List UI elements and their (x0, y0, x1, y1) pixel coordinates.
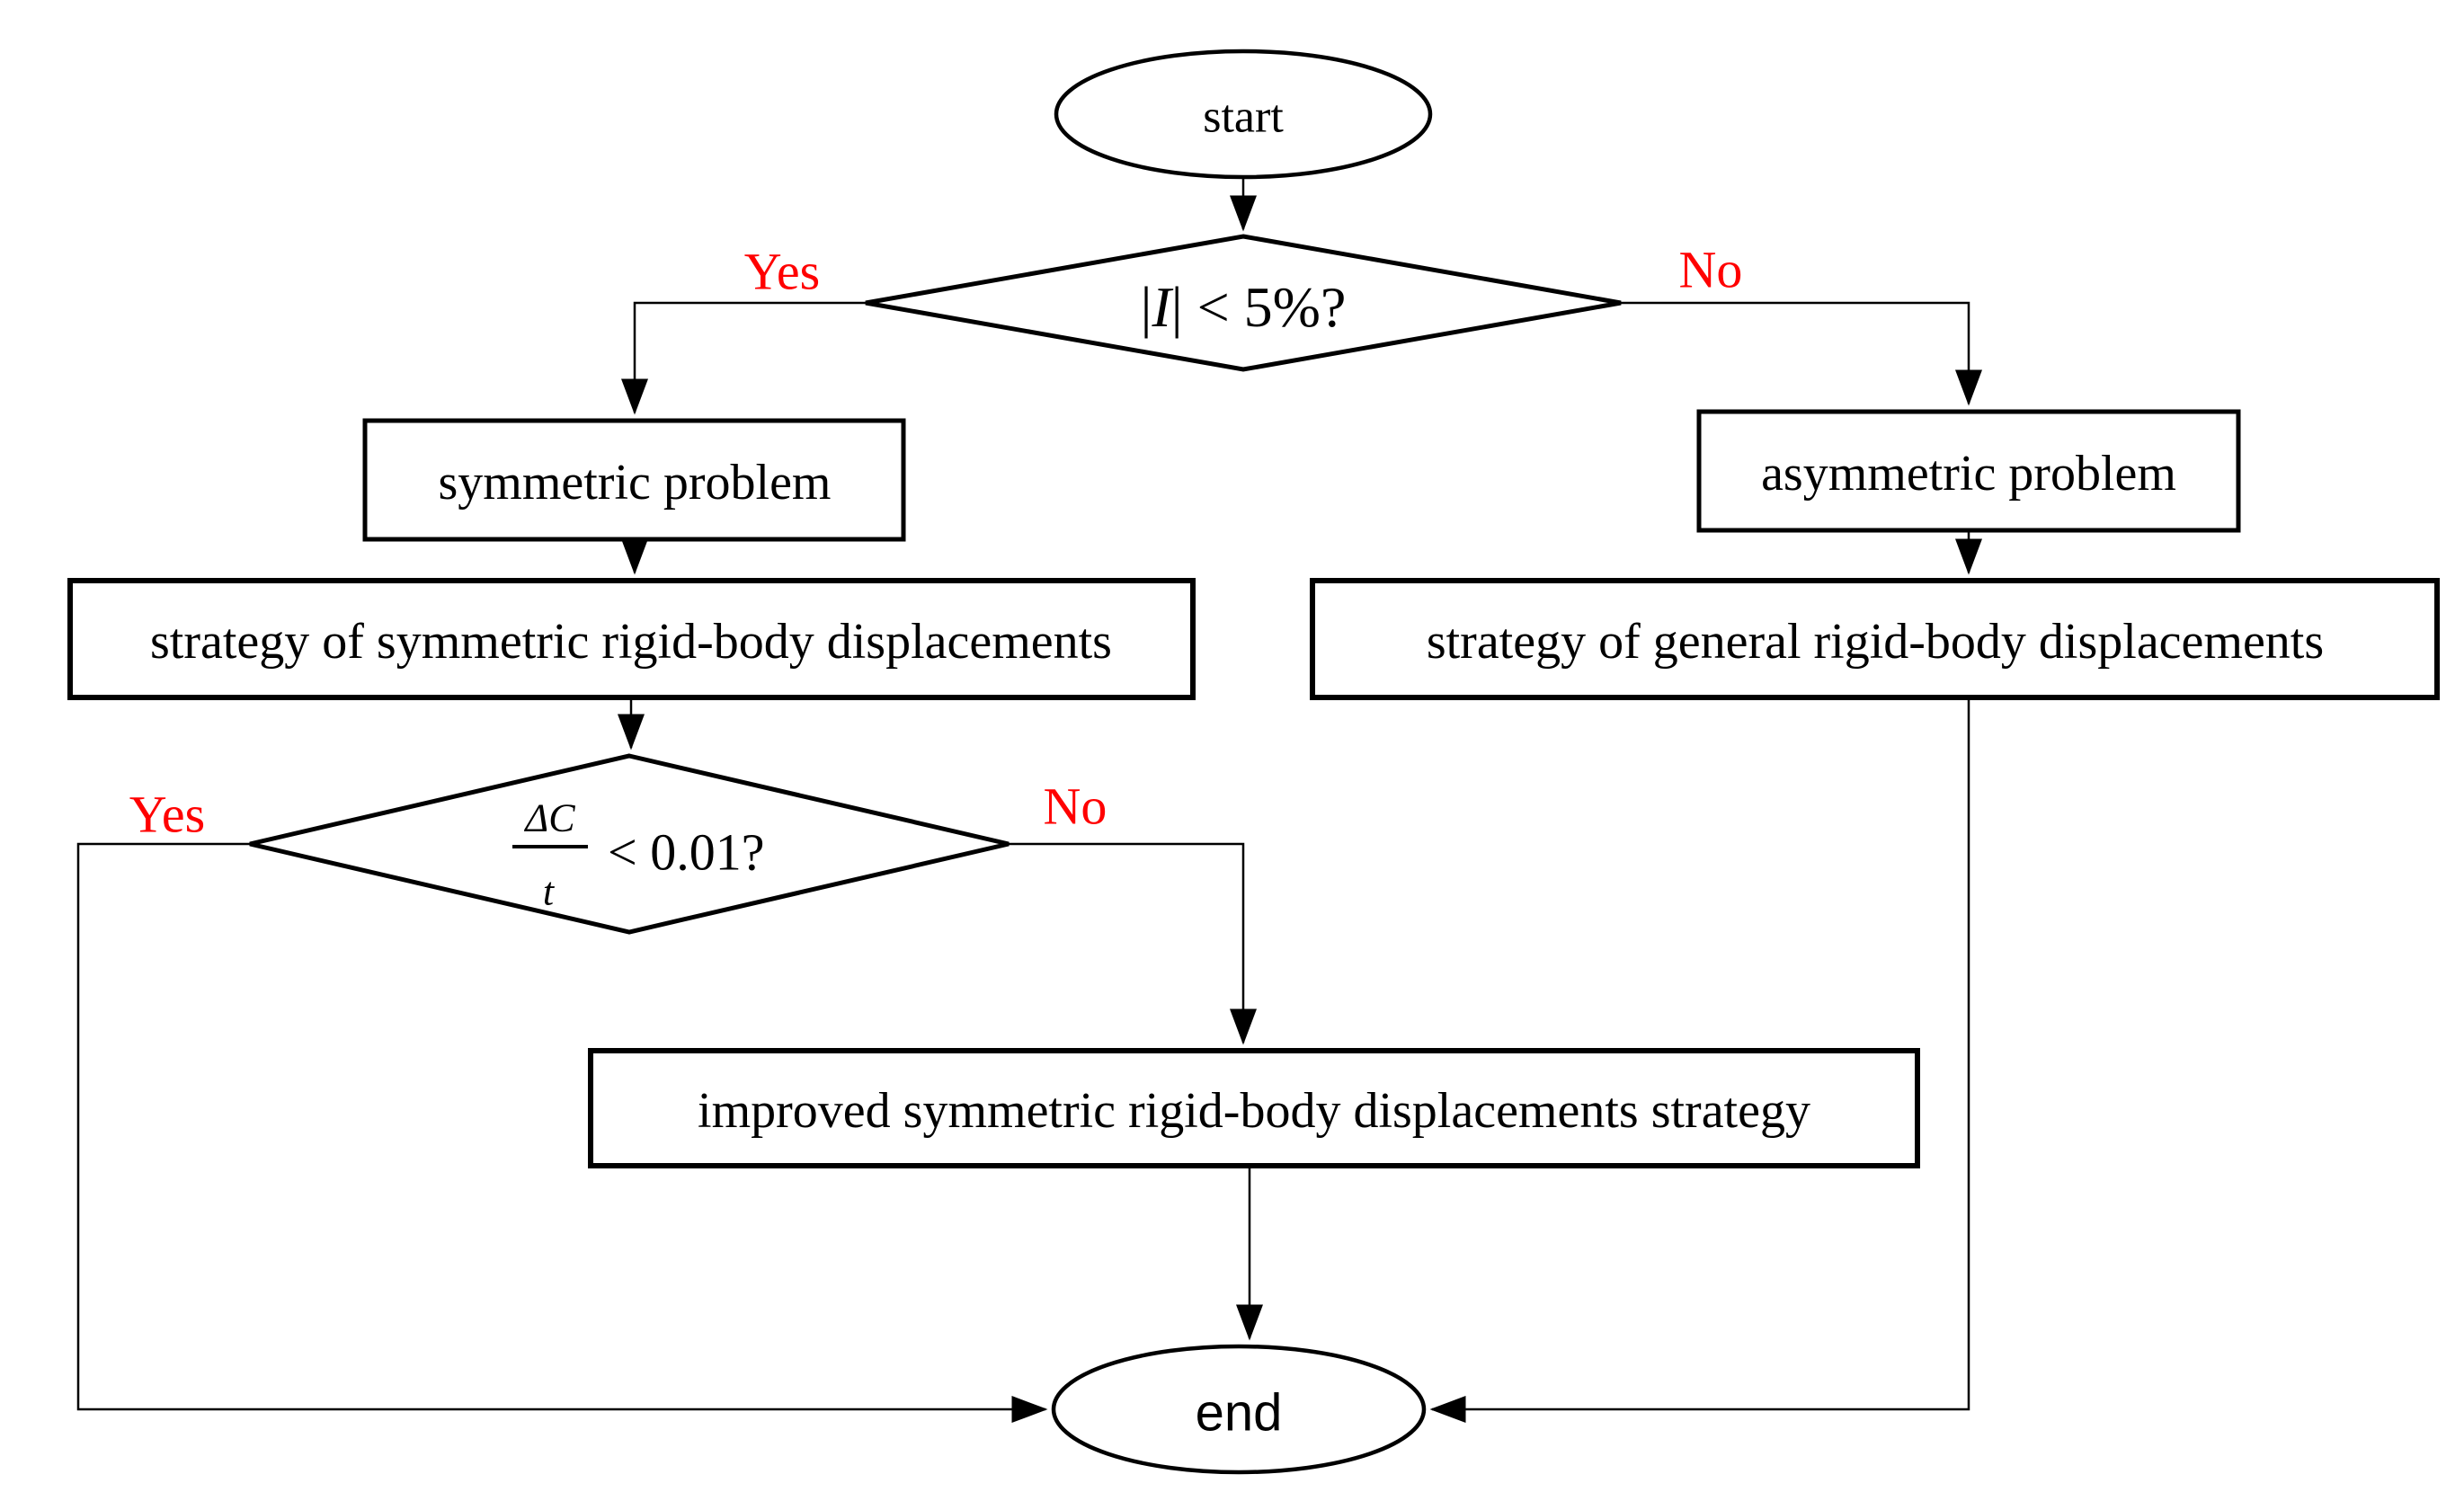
improved-strategy-label: improved symmetric rigid-body displaceme… (698, 1083, 1810, 1139)
node-strategy-symmetric: strategy of symmetric rigid-body displac… (67, 578, 1196, 700)
edge-decision2-yes-to-end (76, 842, 1048, 1423)
node-end: end (1051, 1344, 1427, 1475)
node-decision1: |I| < 5%? (865, 234, 1622, 372)
edge-decision2-no-to-improved (1009, 842, 1257, 1045)
decision1-variable: I (1151, 275, 1173, 339)
decision1-open-bar: | (1141, 275, 1152, 339)
decision2-yes-label: Yes (129, 786, 205, 844)
node-asymmetric-problem: asymmetric problem (1696, 409, 2241, 533)
strategy-symmetric-box (67, 578, 1196, 700)
edge-decision1-yes-to-symmetric (621, 301, 866, 415)
node-decision2: ΔC t < 0.01? (249, 753, 1010, 935)
node-strategy-general: strategy of general rigid-body displacem… (1310, 578, 2440, 700)
symmetric-problem-box (362, 418, 906, 542)
strategy-general-box (1310, 578, 2440, 700)
decision1-rest: | < 5%? (1171, 275, 1347, 339)
decision2-diamond (249, 753, 1010, 935)
node-improved-strategy: improved symmetric rigid-body displaceme… (588, 1048, 1920, 1168)
node-start: start (1054, 49, 1433, 180)
decision2-no-label: No (1044, 777, 1107, 836)
asymmetric-problem-label: asymmetric problem (1761, 446, 2176, 502)
decision1-yes-label: Yes (744, 243, 820, 301)
decision2-numerator: ΔC (523, 796, 575, 840)
decision1-label: |I| < 5%? (1141, 275, 1347, 339)
start-label: start (1203, 92, 1284, 143)
symmetric-problem-label: symmetric problem (438, 455, 831, 511)
edge-decision1-no-to-asymmetric (1621, 301, 1982, 406)
decision2-comparison: < 0.01? (608, 823, 764, 882)
start-ellipse (1054, 49, 1433, 180)
decision2-denominator: t (543, 870, 556, 914)
asymmetric-problem-box (1696, 409, 2241, 533)
end-ellipse (1051, 1344, 1427, 1475)
decision1-diamond (865, 234, 1622, 372)
edges (76, 177, 1982, 1423)
strategy-symmetric-label: strategy of symmetric rigid-body displac… (150, 614, 1112, 670)
node-symmetric-problem: symmetric problem (362, 418, 906, 542)
edge-strategy-general-to-end (1429, 697, 1970, 1423)
strategy-general-label: strategy of general rigid-body displacem… (1427, 614, 2324, 670)
decision1-no-label: No (1679, 241, 1743, 299)
end-label: end (1196, 1384, 1283, 1443)
improved-strategy-box (588, 1048, 1920, 1168)
